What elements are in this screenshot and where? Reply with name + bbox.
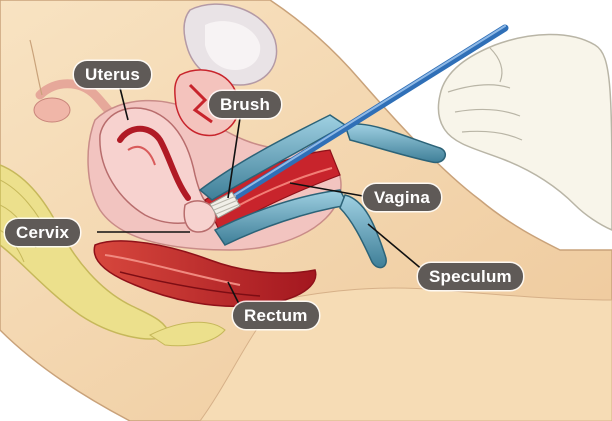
brush-leader: [227, 117, 241, 199]
vagina-leader: [289, 182, 364, 197]
pubic-bone: [149, 321, 226, 347]
cervix: [183, 200, 217, 233]
speculum-handle-upper: [344, 123, 447, 164]
rectum-label: Rectum: [233, 302, 319, 329]
vagina-label: Vagina: [363, 184, 442, 211]
speculum-handle-lower: [339, 194, 387, 269]
brush-label: Brush: [209, 91, 282, 118]
uterus-leader: [119, 87, 129, 121]
ovary: [33, 97, 71, 123]
rectum: [93, 240, 317, 308]
uterus-label: Uterus: [74, 61, 152, 88]
brush-rod: [218, 24, 509, 209]
speculum-label: Speculum: [418, 263, 523, 290]
cervix-label: Cervix: [5, 219, 81, 246]
